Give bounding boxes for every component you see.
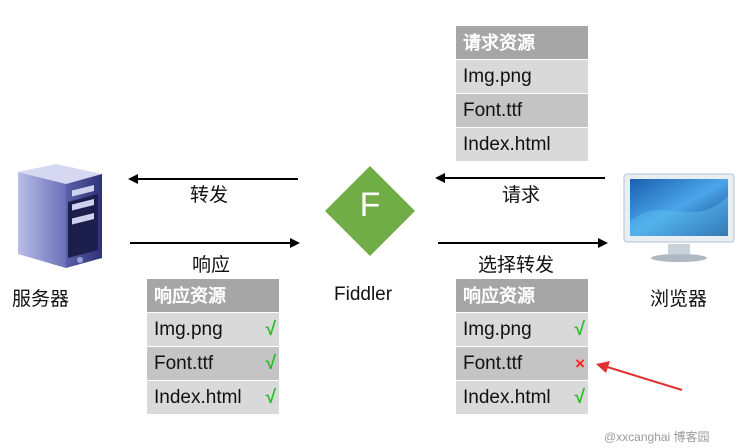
table-row: Index.html √ bbox=[147, 381, 279, 415]
check-icon: √ bbox=[574, 319, 585, 340]
monitor-icon bbox=[623, 173, 735, 262]
request-table: 请求资源 Img.png Font.ttf Index.html bbox=[456, 26, 588, 162]
response-table-left: 响应资源 Img.png √ Font.ttf √ Index.html √ bbox=[147, 279, 279, 415]
table-header: 请求资源 bbox=[456, 26, 588, 60]
resource-name: Font.ttf bbox=[463, 100, 523, 121]
forward-label: 转发 bbox=[190, 185, 229, 206]
table-row: Font.ttf bbox=[456, 94, 588, 128]
resource-name: Index.html bbox=[463, 134, 551, 155]
selective-forward-label: 选择转发 bbox=[478, 255, 555, 276]
arrow-selective-forward-to-browser bbox=[438, 238, 608, 248]
arrow-request-to-fiddler bbox=[435, 173, 605, 183]
resource-name: Font.ttf bbox=[154, 353, 214, 374]
table-row: Font.ttf √ bbox=[147, 347, 279, 381]
resource-name: Font.ttf bbox=[463, 353, 523, 374]
table-header: 响应资源 bbox=[147, 279, 279, 313]
cross-icon: × bbox=[575, 354, 585, 373]
resource-name: Img.png bbox=[463, 319, 532, 340]
table-header: 响应资源 bbox=[456, 279, 588, 313]
resource-name: Index.html bbox=[463, 387, 551, 408]
arrow-response-to-fiddler bbox=[130, 238, 300, 248]
resource-name: Img.png bbox=[463, 66, 532, 87]
table-row: Img.png bbox=[456, 60, 588, 94]
check-icon: √ bbox=[265, 319, 276, 340]
table-row: Font.ttf × bbox=[456, 347, 588, 381]
watermark: @xxcanghai 博客园 bbox=[604, 430, 710, 444]
request-label: 请求 bbox=[502, 185, 541, 206]
table-row: Img.png √ bbox=[147, 313, 279, 347]
resource-name: Index.html bbox=[154, 387, 242, 408]
fiddler-letter: F bbox=[359, 186, 381, 224]
response-label: 响应 bbox=[192, 255, 231, 276]
server-icon bbox=[18, 164, 102, 268]
fiddler-icon bbox=[325, 166, 415, 256]
pointer-arrow bbox=[596, 361, 683, 391]
check-icon: √ bbox=[265, 387, 276, 408]
resource-name: Img.png bbox=[154, 319, 223, 340]
arrow-forward-to-server bbox=[128, 174, 298, 184]
table-row: Index.html √ bbox=[456, 381, 588, 415]
fiddler-label: Fiddler bbox=[334, 284, 393, 305]
server-label: 服务器 bbox=[12, 289, 70, 310]
check-icon: √ bbox=[574, 387, 585, 408]
check-icon: √ bbox=[265, 353, 276, 374]
browser-label: 浏览器 bbox=[650, 289, 708, 310]
table-row: Index.html bbox=[456, 128, 588, 162]
table-row: Img.png √ bbox=[456, 313, 588, 347]
response-table-right: 响应资源 Img.png √ Font.ttf × Index.html √ bbox=[456, 279, 588, 415]
